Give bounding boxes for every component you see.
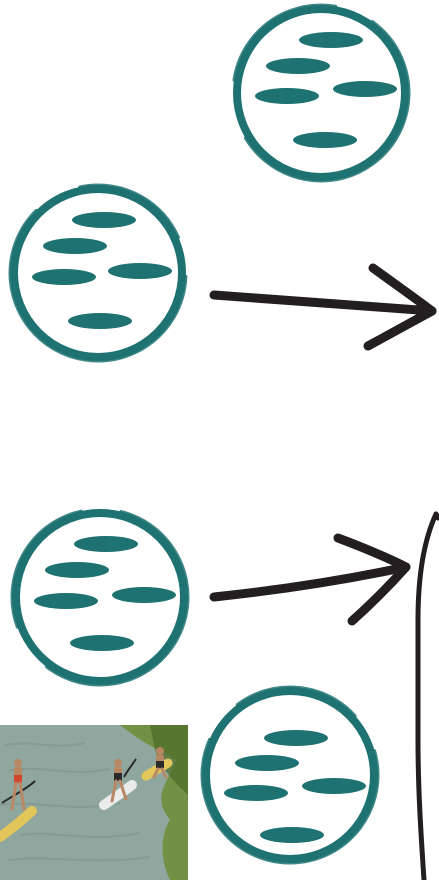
cell-circle-icon (231, 3, 411, 183)
paddleboarder-middle (99, 758, 137, 810)
bracket-line (415, 511, 439, 880)
paddleboarders-photo (0, 725, 188, 880)
cell-circle-icon (200, 685, 380, 865)
photo-foliage (120, 725, 188, 880)
cell-circle-icon (8, 183, 188, 363)
paddleboarder-left (0, 759, 37, 842)
arrow-right-icon (209, 533, 411, 626)
paddleboarder-right (141, 747, 173, 781)
arrow-right-icon (209, 263, 437, 351)
cell-circle-icon (10, 507, 190, 687)
